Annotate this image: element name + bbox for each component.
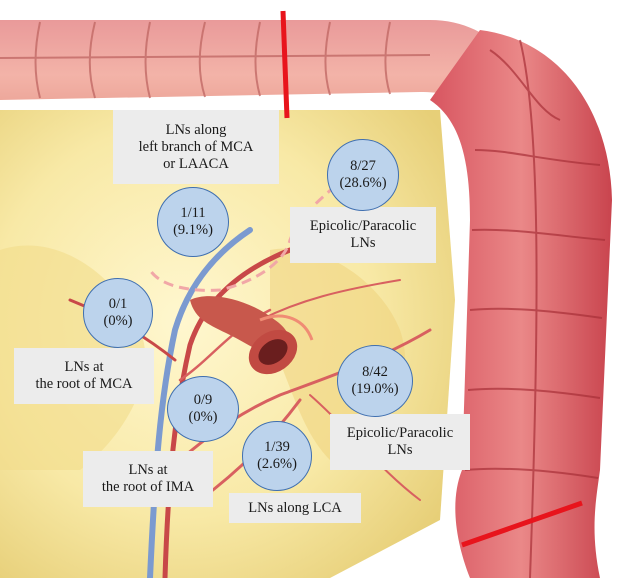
label-epicolic-upper: Epicolic/Paracolic LNs	[290, 207, 436, 263]
label-lca: LNs along LCA	[229, 493, 361, 523]
bubble-epicolic-upper: 8/27 (28.6%)	[327, 139, 399, 211]
bubble-mca-branch: 1/11 (9.1%)	[157, 187, 229, 257]
bubble-lca: 1/39 (2.6%)	[242, 421, 312, 491]
bubble-root-ima: 0/9 (0%)	[167, 376, 239, 442]
bubble-root-mca: 0/1 (0%)	[83, 278, 153, 348]
label-root-mca: LNs at the root of MCA	[14, 348, 154, 404]
label-epicolic-lower: Epicolic/Paracolic LNs	[330, 414, 470, 470]
label-root-ima: LNs at the root of IMA	[83, 451, 213, 507]
label-lns-left-branch-mca: LNs along left branch of MCA or LAACA	[113, 110, 279, 184]
bubble-epicolic-lower: 8/42 (19.0%)	[337, 345, 413, 417]
